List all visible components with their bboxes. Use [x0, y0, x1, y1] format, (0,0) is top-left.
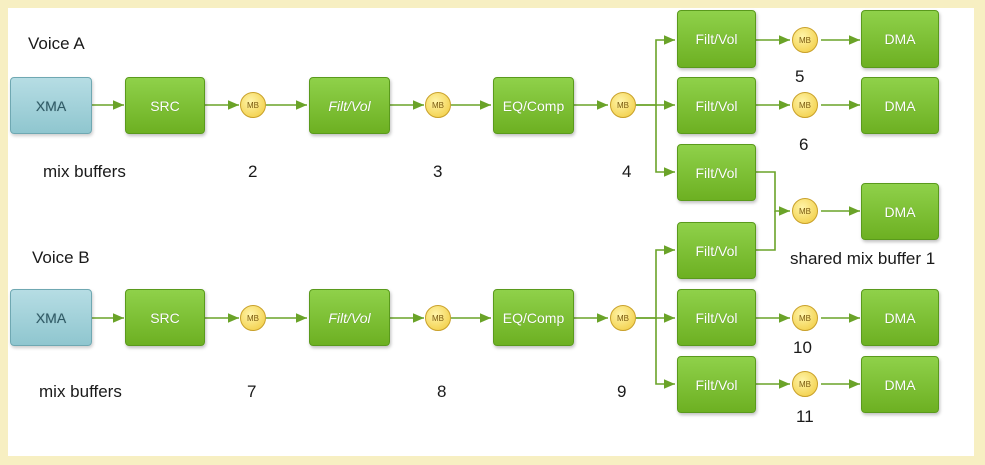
voice-a-title: Voice A [28, 34, 85, 53]
voice-b-output-filt-vol-3: Filt/Vol [677, 356, 756, 413]
voice-b-mix-buffer-icon-3: MB [610, 305, 636, 331]
voice-a-src-block: SRC [125, 77, 205, 134]
voice-a-output-filt-vol-2: Filt/Vol [677, 77, 756, 134]
voice-a-mix-buffer-icon-2: MB [425, 92, 451, 118]
voice-a-mb-number: 3 [433, 162, 443, 181]
voice-b-eq-comp-block: EQ/Comp [493, 289, 574, 346]
voice-a-mix-buffers-label: mix buffers [43, 162, 126, 181]
voice-b-output-filt-vol-2: Filt/Vol [677, 289, 756, 346]
voice-a-eq-comp-block: EQ/Comp [493, 77, 574, 134]
voice-b-mb-number: 9 [617, 382, 627, 401]
output-mix-buffer-icon: MB [792, 305, 818, 331]
voice-a-mb-number: 2 [248, 162, 258, 181]
output-mb-number: 5 [795, 67, 805, 86]
voice-b-src-block: SRC [125, 289, 205, 346]
output-mix-buffer-icon: MB [792, 27, 818, 53]
voice-a-output-filt-vol-1: Filt/Vol [677, 10, 756, 68]
voice-b-mix-buffers-label: mix buffers [39, 382, 122, 401]
output-mb-number: 6 [799, 135, 809, 154]
dma-block: DMA [861, 77, 939, 134]
dma-block: DMA [861, 289, 939, 346]
voice-b-mb-number: 7 [247, 382, 257, 401]
voice-b-title: Voice B [32, 248, 90, 267]
voice-a-xma-block: XMA [10, 77, 92, 134]
shared-mix-buffer-icon: MB [792, 198, 818, 224]
voice-b-xma-block: XMA [10, 289, 92, 346]
dma-block: DMA [861, 356, 939, 413]
output-mb-number: 11 [796, 407, 814, 426]
voice-a-filt-vol-block: Filt/Vol [309, 77, 390, 134]
voice-b-filt-vol-block: Filt/Vol [309, 289, 390, 346]
output-mb-number: 10 [793, 338, 812, 357]
diagram-canvas [8, 8, 974, 456]
voice-b-output-filt-vol-1: Filt/Vol [677, 222, 756, 279]
shared-mix-buffer-label: shared mix buffer 1 [790, 249, 936, 268]
voice-a-output-filt-vol-3: Filt/Vol [677, 144, 756, 201]
dma-block: DMA [861, 10, 939, 68]
output-mix-buffer-icon: MB [792, 371, 818, 397]
voice-b-mix-buffer-icon-2: MB [425, 305, 451, 331]
voice-b-mix-buffer-icon-1: MB [240, 305, 266, 331]
voice-a-mix-buffer-icon-3: MB [610, 92, 636, 118]
voice-b-mb-number: 8 [437, 382, 447, 401]
voice-a-mb-number: 4 [622, 162, 632, 181]
output-mix-buffer-icon: MB [792, 92, 818, 118]
voice-a-mix-buffer-icon-1: MB [240, 92, 266, 118]
shared-dma-block: DMA [861, 183, 939, 240]
